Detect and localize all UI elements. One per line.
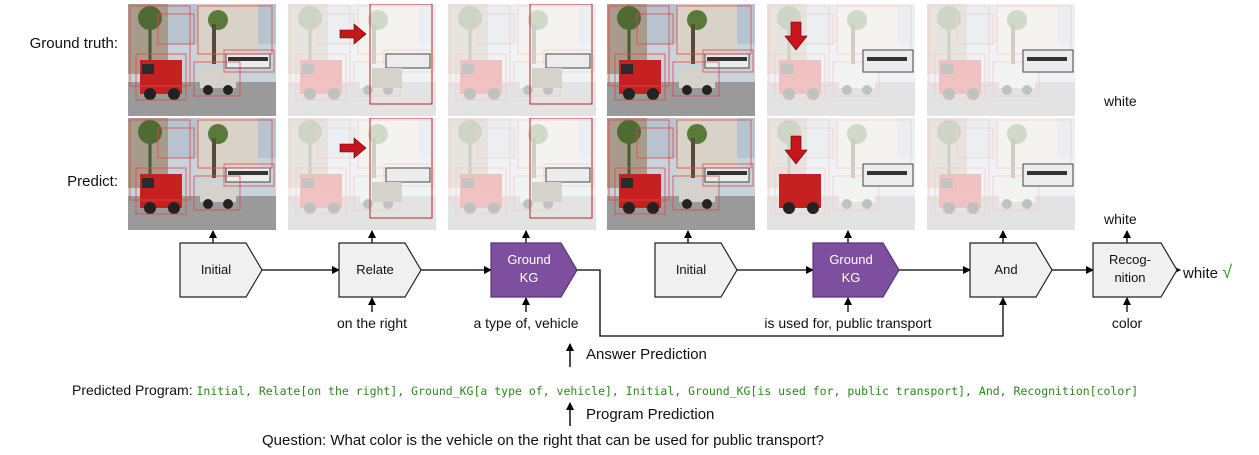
question-text: Question: What color is the vehicle on t…: [262, 432, 824, 449]
predict-image-4: [607, 118, 755, 230]
program-prediction-label: Program Prediction: [586, 406, 715, 423]
program-token-7: Recognition[color]: [1013, 384, 1139, 398]
final-output-text: white: [1183, 265, 1219, 282]
predict-label: Predict:: [67, 173, 118, 190]
answer-prediction-label: Answer Prediction: [586, 346, 707, 363]
node-recog-shape: [1092, 242, 1178, 298]
program-token-5: Ground_KG[is used for, public transport]…: [688, 384, 979, 398]
node-relate-line1: Relate: [356, 262, 394, 277]
ground-truth-image-6: [927, 4, 1075, 116]
node-recog-label: Recog-nition: [1093, 251, 1167, 286]
node-and-shape: [969, 242, 1053, 298]
node-ground1-line2: KG: [519, 269, 539, 285]
program-token-4: Initial,: [625, 384, 689, 398]
edges: [209, 230, 1181, 337]
node-initial1-shape: [179, 242, 263, 298]
node-recog-line2: nition: [1114, 269, 1146, 285]
node-initial2-label: Initial: [655, 261, 727, 279]
predicted-program-label: Predicted Program:: [72, 382, 193, 398]
ground-truth-answer: white: [1104, 93, 1137, 109]
node-relate-label: Relate: [339, 261, 411, 279]
predicted-program: Predicted Program: Initial, Relate[on th…: [72, 382, 1138, 398]
node-ground1-input: a type of, vehicle: [473, 315, 579, 331]
ground-truth-image-3: [448, 4, 596, 116]
predicted-program-code: Initial, Relate[on the right], Ground_KG…: [197, 382, 1139, 398]
ground-truth-label: Ground truth:: [29, 35, 118, 52]
ground-truth-image-4: [607, 4, 755, 116]
node-initial2-shape: [654, 242, 738, 298]
edge-ground1-and: [577, 269, 1007, 337]
program-token-2: Relate[on the right],: [258, 384, 412, 398]
ground-truth-image-5: [767, 4, 915, 116]
node-ground2-line2: KG: [841, 269, 861, 285]
node-initial1-label: Initial: [180, 261, 252, 279]
node-ground1-line1: Ground: [507, 252, 551, 267]
node-recog-line1: Recog-: [1109, 252, 1151, 267]
node-and-label: And: [970, 261, 1042, 279]
predict-image-1: [128, 118, 276, 230]
node-shapes: [179, 242, 1178, 298]
node-ground2-shape: [812, 242, 900, 298]
node-ground2-line1: Ground: [829, 252, 873, 267]
program-token-1: Initial,: [196, 384, 259, 398]
node-ground2-input: is used for, public transport: [764, 315, 932, 331]
node-initial1-line1: Initial: [200, 262, 232, 277]
predict-image-6: [927, 118, 1075, 230]
predict-answer: white: [1104, 211, 1137, 227]
check-mark-icon: √: [1222, 262, 1233, 282]
program-token-6: And,: [978, 384, 1014, 398]
final-output: white √: [1183, 262, 1232, 283]
predict-image-2: [288, 118, 436, 230]
node-relate-input: on the right: [336, 315, 408, 331]
node-and-line1: And: [994, 262, 1018, 277]
node-recog-input: color: [1111, 315, 1143, 331]
node-ground1-shape: [490, 242, 578, 298]
predict-image-3: [448, 118, 596, 230]
node-relate-shape: [338, 242, 422, 298]
ground-truth-image-1: [128, 4, 276, 116]
ground-truth-image-2: [288, 4, 436, 116]
predict-image-5: [767, 118, 915, 230]
node-initial2-line1: Initial: [675, 262, 707, 277]
program-token-3: Ground_KG[a type of, vehicle],: [411, 384, 626, 398]
